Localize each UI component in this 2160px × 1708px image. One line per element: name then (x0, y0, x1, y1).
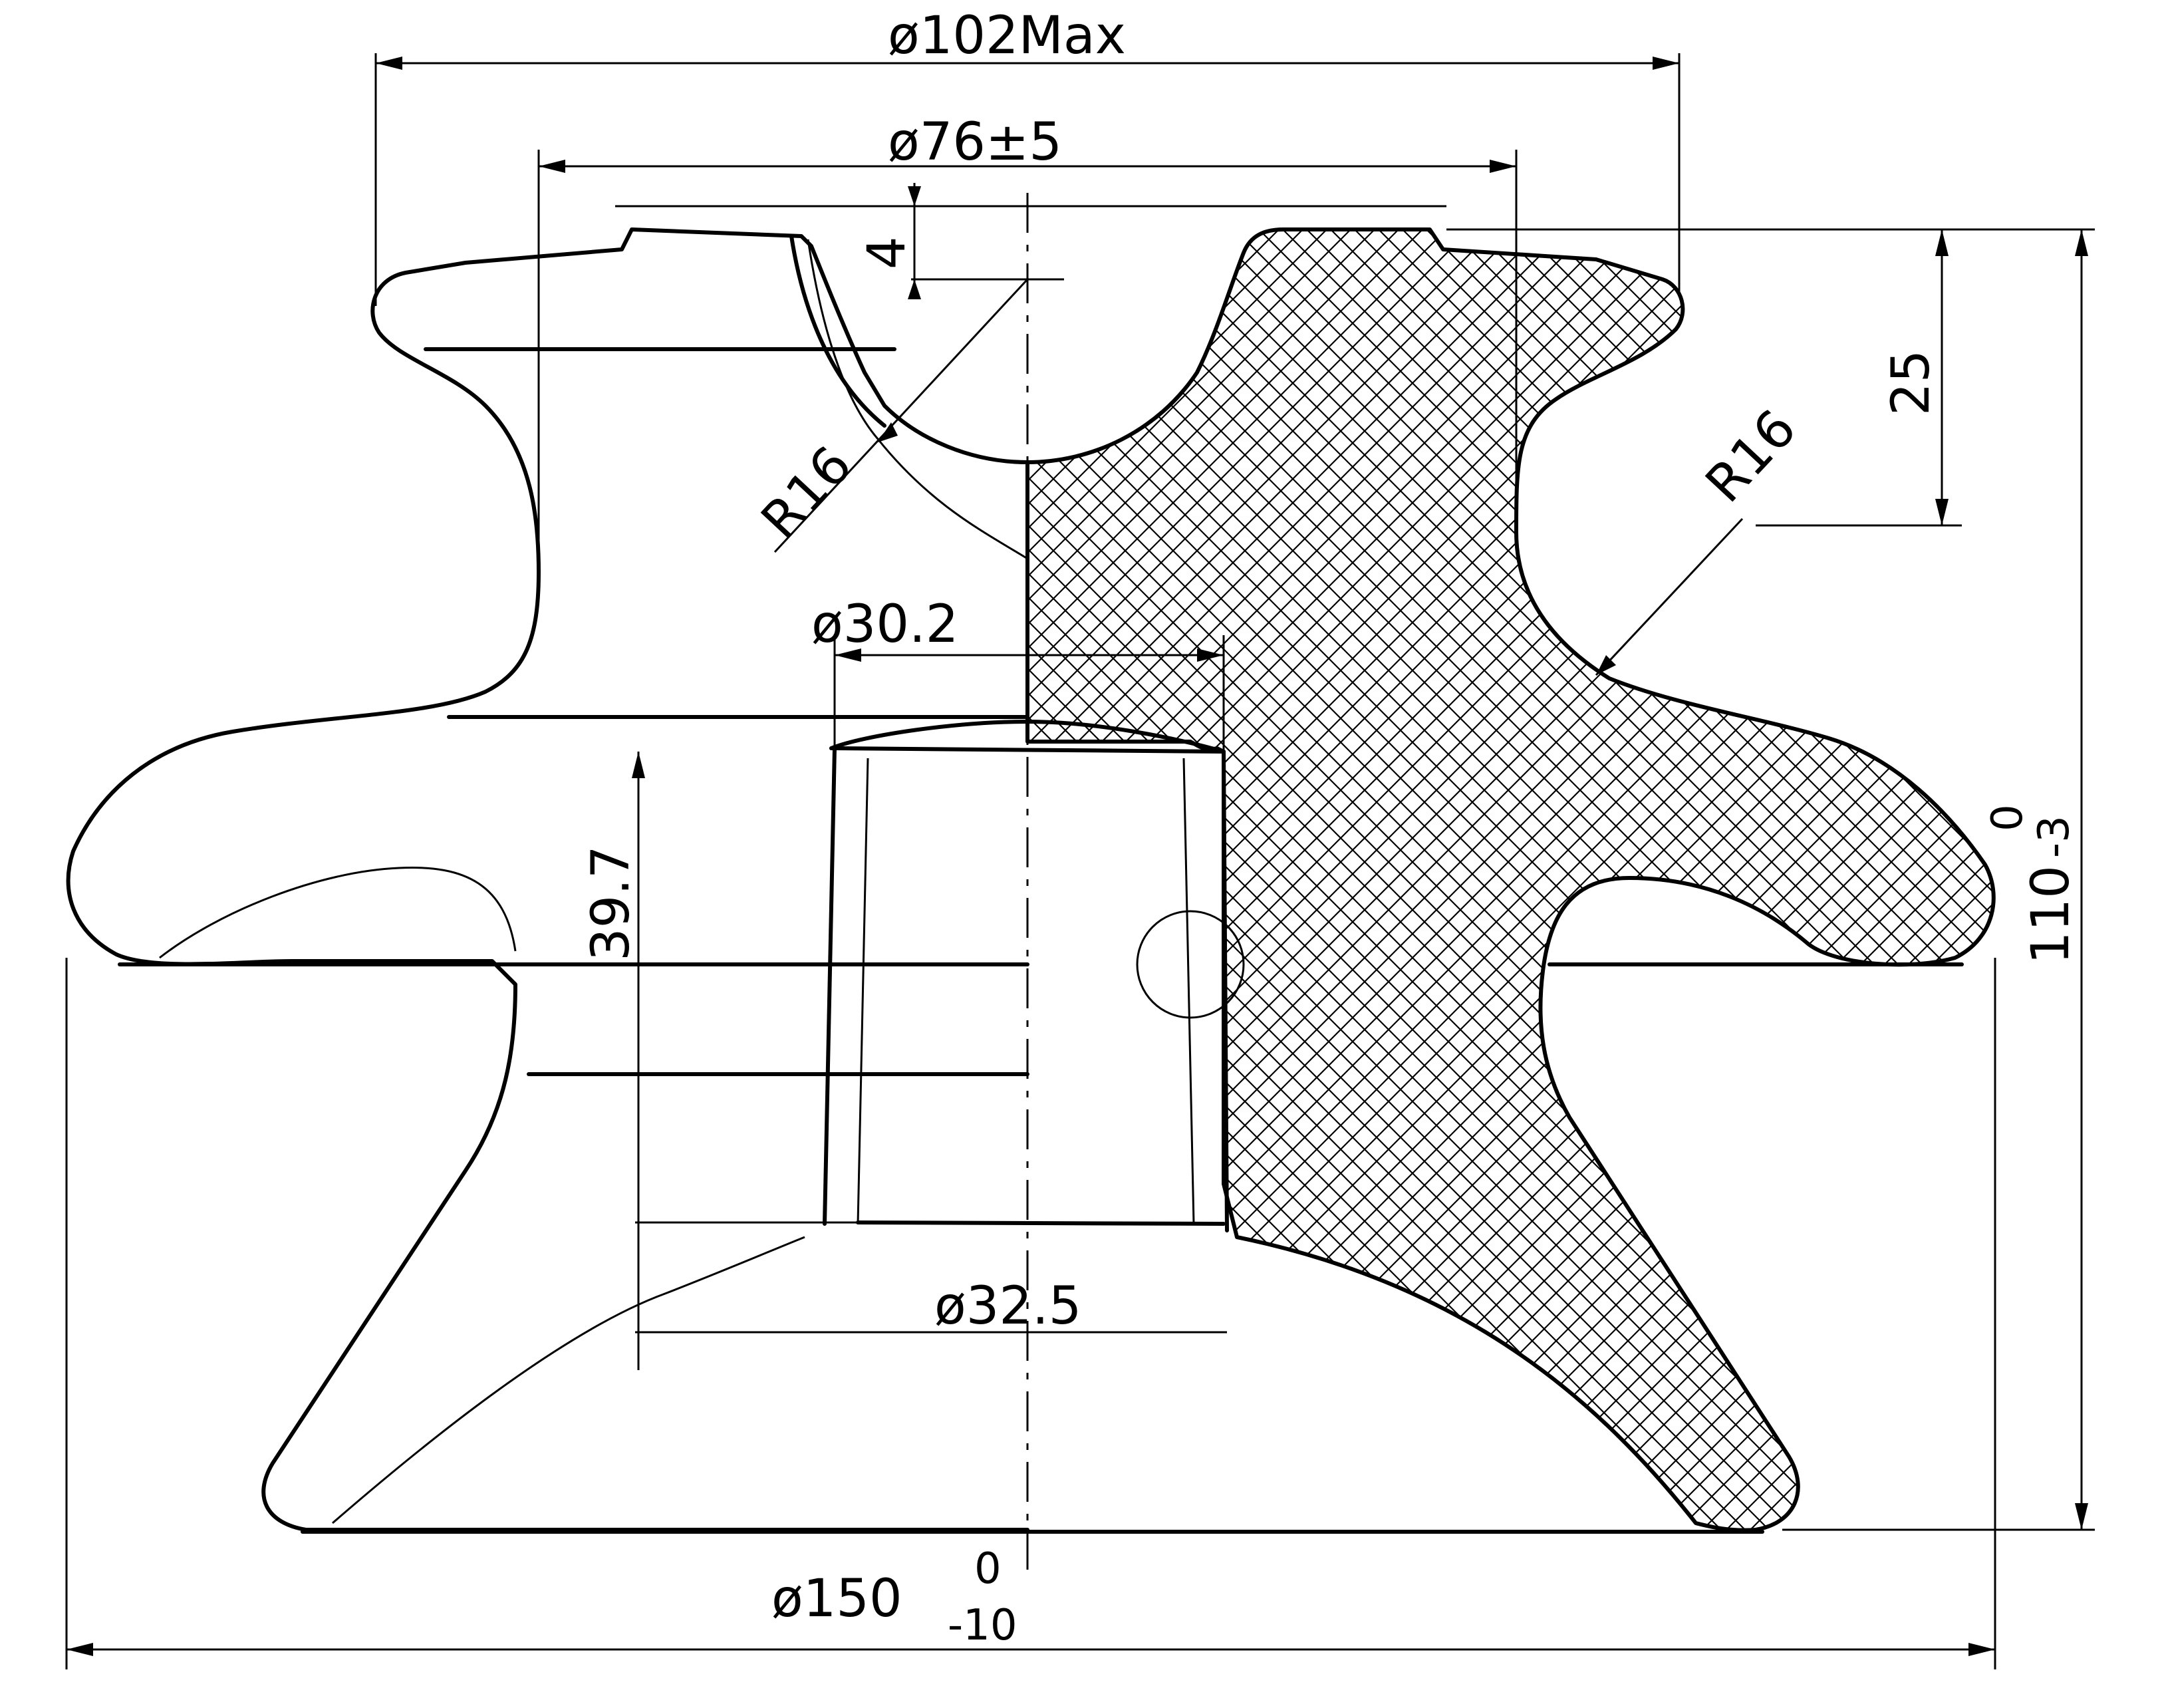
label-bore-depth: 39.7 (581, 845, 641, 961)
bore-right-wall-inner (1182, 758, 1195, 1224)
left-skirt-curve-upper (159, 866, 517, 959)
pin-circle (1136, 910, 1245, 1019)
right-section-hatched (1025, 227, 1996, 1532)
label-d-150-upper: 0 (974, 1544, 1002, 1594)
dimension-lines (65, 53, 2095, 1669)
bore-right-wall-outer (1222, 750, 1229, 1232)
label-groove-depth: 4 (857, 236, 917, 269)
label-d-76: ø76±5 (888, 112, 1062, 172)
top-groove-left-inner (807, 239, 1028, 560)
bore-left-wall-outer (823, 746, 837, 1226)
label-radius-right: R16 (1694, 398, 1808, 514)
label-d-32: ø32.5 (934, 1276, 1081, 1336)
label-total-upper: 0 (1983, 804, 2032, 831)
label-total-height: 110 (2021, 865, 2081, 964)
bore-left-wall-inner (857, 758, 869, 1224)
label-top-height: 25 (1881, 350, 1941, 416)
label-total-lower: -3 (2030, 815, 2079, 858)
label-d-30: ø30.2 (811, 595, 958, 654)
label-d-150: ø150 (771, 1569, 902, 1629)
top-groove-left (789, 234, 886, 428)
bore-top-line (829, 746, 1226, 754)
label-d-150-lower: -10 (948, 1601, 1017, 1650)
label-d-max: ø102Max (888, 6, 1126, 66)
insulator-body (66, 227, 1996, 1534)
label-radius-left: R16 (750, 435, 863, 551)
left-skirt-curve-lower (332, 1236, 805, 1524)
bore-bottom-line (856, 1220, 1226, 1226)
left-profile (66, 227, 1029, 1532)
